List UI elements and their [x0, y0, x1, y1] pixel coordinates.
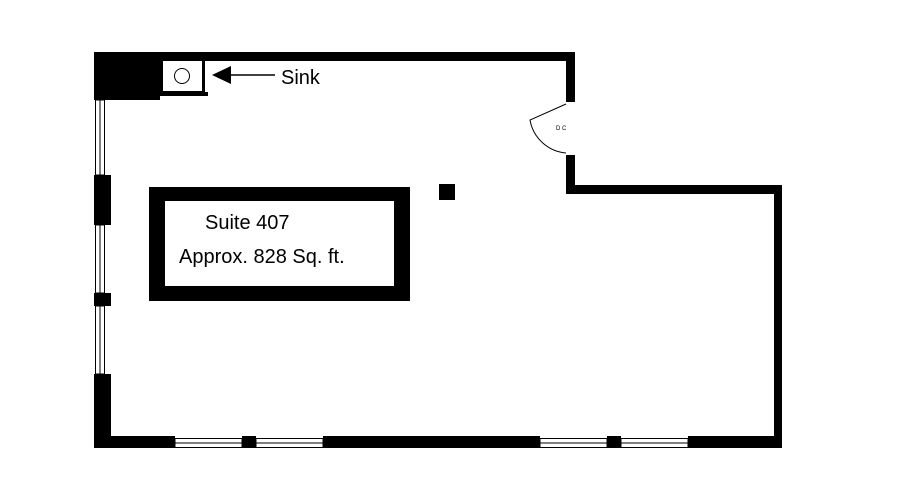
svg-text:D C: D C: [556, 126, 567, 132]
wall-bottom-5: [688, 436, 782, 448]
door-swing-icon: D C: [529, 103, 567, 154]
wall-step: [566, 185, 782, 194]
wall-bottom-3: [323, 436, 540, 448]
suite-label-box: [149, 187, 410, 301]
column-icon: [439, 184, 455, 200]
suite-area: Approx. 828 Sq. ft.: [179, 246, 345, 268]
exterior-walls: [94, 52, 782, 448]
wall-left-1: [94, 175, 111, 225]
wall-bottom-1: [94, 436, 175, 448]
wall-left-3: [94, 374, 111, 448]
wall-top: [94, 52, 575, 61]
wall-right-lower: [774, 185, 782, 447]
wall-bottom-4: [607, 436, 621, 448]
wall-left-top: [94, 52, 160, 100]
wall-left-2: [94, 293, 111, 306]
windows: [95, 99, 689, 448]
suite-name: Suite 407: [205, 212, 290, 234]
sink-icon: [160, 59, 208, 96]
wall-right-upper: [566, 52, 575, 102]
arrow-left-icon: [212, 66, 275, 84]
wall-right-mid: [566, 155, 575, 194]
sink-label: Sink: [281, 67, 321, 89]
wall-bottom-2: [242, 436, 256, 448]
